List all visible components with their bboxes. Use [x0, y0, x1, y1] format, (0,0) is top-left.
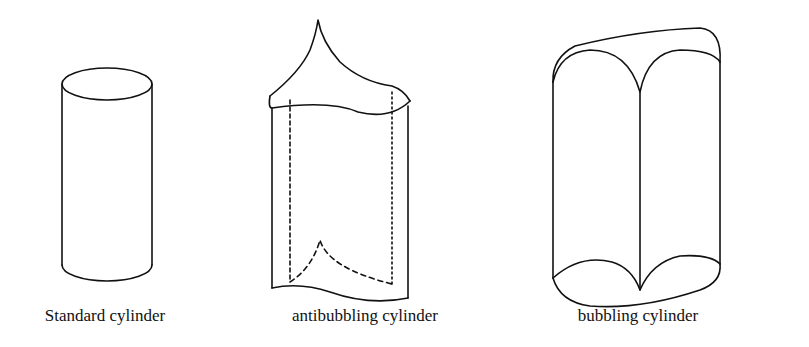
- caption-label: antibubbling cylinder: [292, 306, 438, 326]
- bubbling-cylinder: [553, 28, 720, 307]
- caption-label: bubbling cylinder: [578, 306, 698, 326]
- standard-cylinder: [62, 68, 152, 281]
- antibubbling-cylinder: [269, 20, 410, 301]
- caption-label: Standard cylinder: [45, 306, 165, 326]
